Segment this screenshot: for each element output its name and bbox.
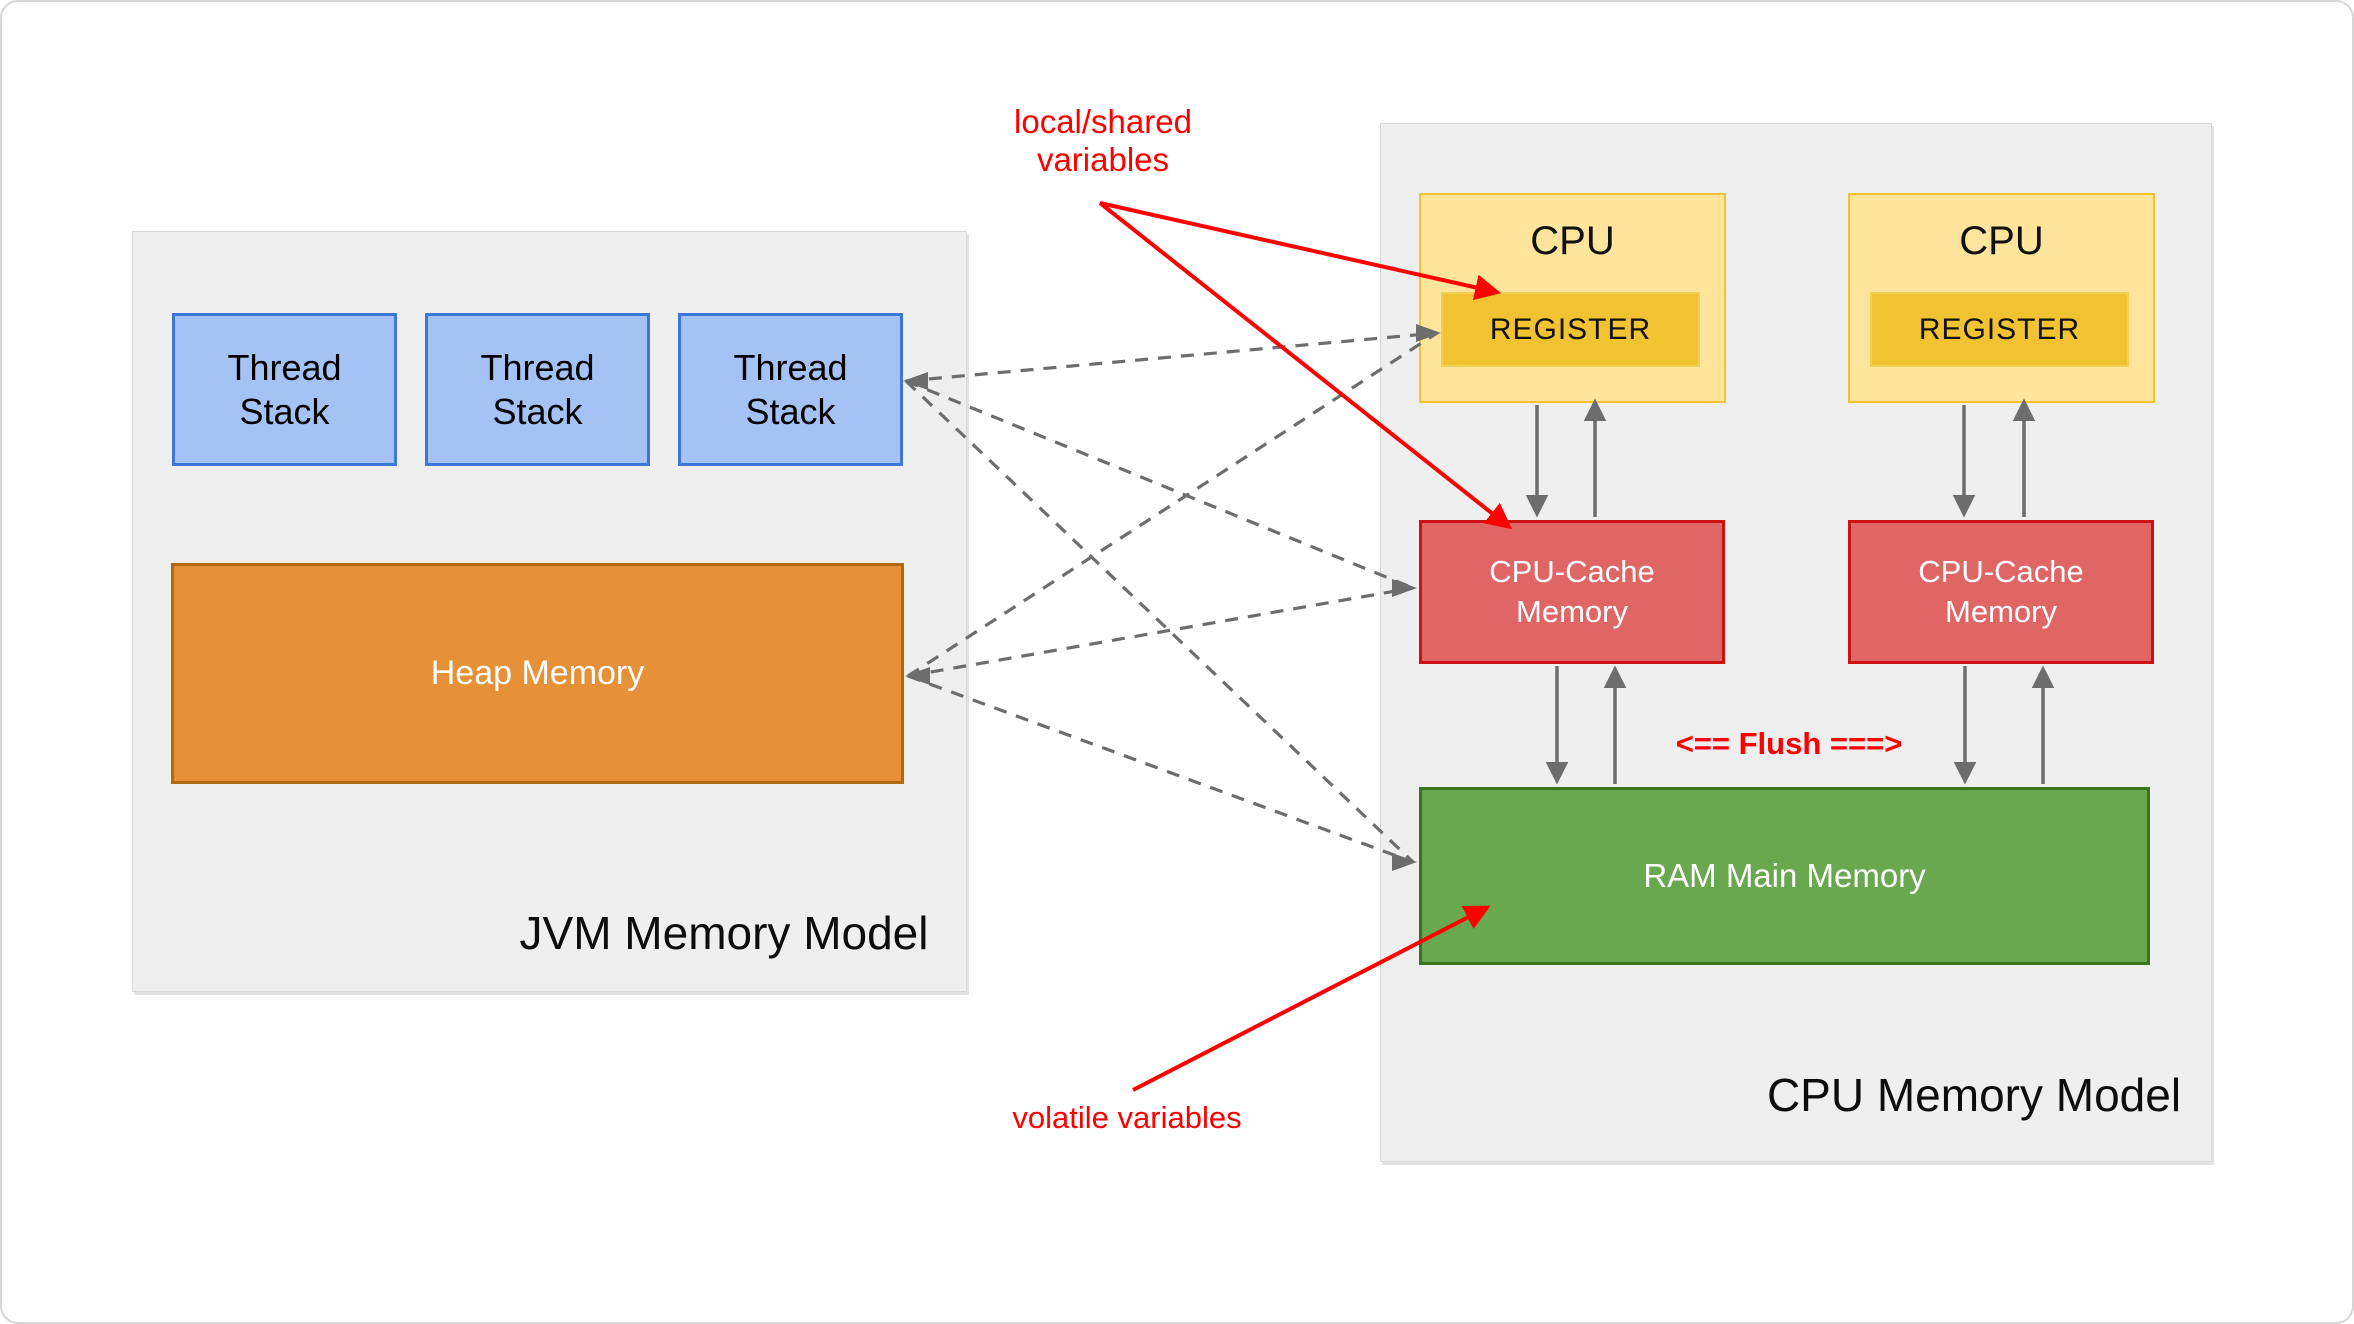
- cpu-box-1: CPU REGISTER: [1419, 193, 1726, 403]
- cpu-box-2: CPU REGISTER: [1848, 193, 2155, 403]
- cpu-label-1: CPU: [1530, 219, 1615, 263]
- cpu-label-2: CPU: [1959, 219, 2044, 263]
- thread-stack-box-1: Thread Stack: [172, 313, 397, 466]
- thread-stack-box-2: Thread Stack: [425, 313, 650, 466]
- thread-stack-box-3: Thread Stack: [678, 313, 903, 466]
- ram-main-memory-box: RAM Main Memory: [1419, 787, 2150, 965]
- cpu-cache-memory-box-1: CPU-Cache Memory: [1419, 520, 1725, 664]
- dashed-link-lines: [904, 331, 1438, 864]
- cpu-panel-title: CPU Memory Model: [1766, 1069, 2182, 1121]
- jvm-panel-title: JVM Memory Model: [519, 907, 929, 959]
- link-heap-cache: [907, 586, 1414, 678]
- link-threadstack-register: [905, 331, 1438, 383]
- heap-memory-box: Heap Memory: [171, 563, 904, 784]
- link-threadstack-cache: [905, 379, 1414, 590]
- link-heap-register: [907, 331, 1438, 678]
- flush-label: <== Flush ===>: [1675, 726, 1903, 761]
- volatile-variables-label: volatile variables: [1012, 1100, 1242, 1135]
- register-box-2: REGISTER: [1870, 292, 2129, 367]
- link-threadstack-ram: [904, 379, 1415, 864]
- cpu-cache-memory-box-2: CPU-Cache Memory: [1848, 520, 2154, 664]
- link-heap-ram: [907, 674, 1414, 864]
- dashed-link-arrowheads: [903, 324, 1441, 871]
- register-box-1: REGISTER: [1441, 292, 1700, 367]
- local-shared-variables-label: local/shared variables: [1014, 103, 1192, 178]
